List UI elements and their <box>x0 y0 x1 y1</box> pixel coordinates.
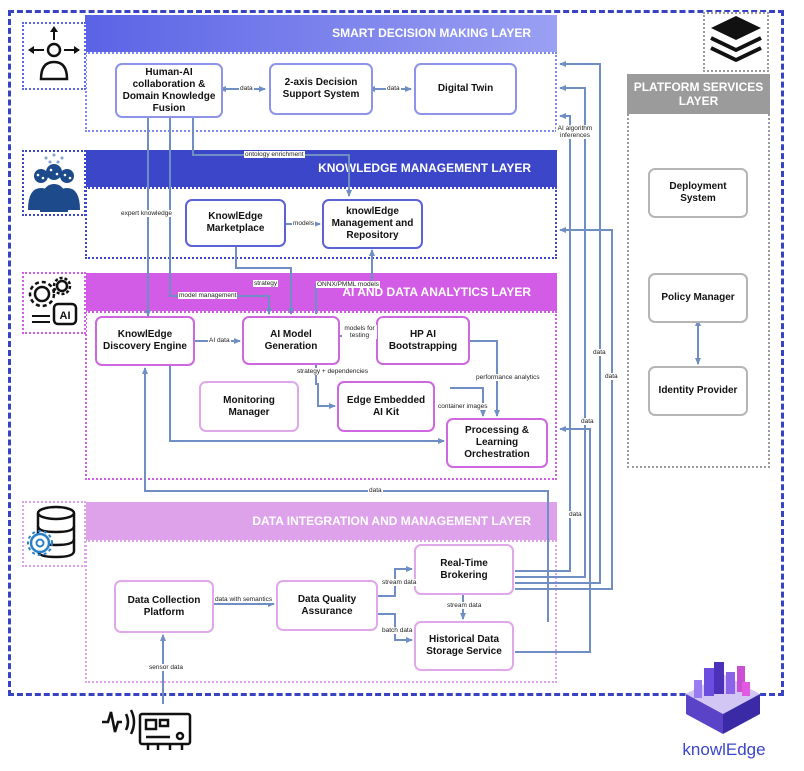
node-knowledge-marketplace[interactable]: KnowlEdge Marketplace <box>185 199 286 247</box>
node-monitoring-manager[interactable]: Monitoring Manager <box>199 381 299 432</box>
smart-decision-icon-box <box>22 22 86 90</box>
label-data-2: data <box>386 85 401 93</box>
label-data-right-3: data <box>580 418 595 426</box>
label-stream-data-2: stream data <box>446 602 483 610</box>
label-data-semantics: data with semantics <box>214 596 274 604</box>
edge-right-data-4 <box>515 426 591 653</box>
sensor-device-icon <box>102 709 192 750</box>
edge-right-data-2 <box>515 61 601 584</box>
label-stream-data-1: stream data <box>381 579 418 587</box>
smart-decision-layer-box <box>85 52 557 132</box>
label-ai-data: AI data <box>208 337 231 345</box>
knowledge-icon-box <box>22 150 86 216</box>
label-data-bottom: data <box>368 487 383 495</box>
ai-layer-box <box>85 311 557 480</box>
edge-right-data-1 <box>515 85 586 578</box>
data-layer-title: DATA INTEGRATION AND MANAGEMENT LAYER <box>85 502 557 540</box>
label-sensor-data: sensor data <box>148 664 184 672</box>
label-expert-knowledge: expert knowledge <box>120 210 173 218</box>
edge-right-data-3 <box>515 227 613 590</box>
label-performance: performance analytics <box>475 374 541 382</box>
knowledge-layer-box <box>85 187 557 259</box>
knowledge-logo-text: knowlEdge <box>682 740 766 759</box>
knowledge-layer-title: KNOWLEDGE MANAGEMENT LAYER <box>85 150 557 187</box>
edge-container-images <box>450 387 486 417</box>
ai-icon-box: AI <box>22 272 86 334</box>
layers-stack-icon <box>710 16 762 62</box>
svg-text:AI: AI <box>60 310 71 322</box>
node-hp-ai-bootstrapping[interactable]: HP AI Bootstrapping <box>376 316 470 365</box>
label-models: models <box>292 220 315 228</box>
node-digital-twin[interactable]: Digital Twin <box>414 63 517 115</box>
edge-strategy-deps <box>315 365 336 409</box>
node-realtime-brokering[interactable]: Real-Time Brokering <box>414 544 514 595</box>
data-icon-box <box>22 501 86 567</box>
platform-icon-box <box>703 12 769 72</box>
platform-layer-title: PLATFORM SERVICES LAYER <box>627 74 770 114</box>
node-discovery-engine[interactable]: KnowlEdge Discovery Engine <box>95 316 195 366</box>
label-data-right-4: data <box>568 511 583 519</box>
label-model-management: model management <box>178 292 238 300</box>
database-gear-icon <box>27 505 76 559</box>
edge-data-bottom <box>142 367 549 622</box>
person-arrows-icon <box>28 26 80 81</box>
label-data-right-2: data <box>604 373 619 381</box>
edge-performance <box>470 340 500 417</box>
edge-discovery-processing <box>169 366 445 444</box>
edge-strategy <box>235 247 294 315</box>
node-ai-model-generation[interactable]: AI Model Generation <box>242 316 340 365</box>
knowledge-logo-graphic <box>686 662 760 734</box>
label-ai-inferences: AI algorithm inferences <box>556 125 594 140</box>
label-data-right-1: data <box>592 349 607 357</box>
team-network-icon <box>28 153 80 212</box>
data-layer-box <box>85 540 557 683</box>
node-human-ai-collaboration[interactable]: Human-AI collaboration & Domain Knowledg… <box>115 63 223 118</box>
node-decision-support-system[interactable]: 2-axis Decision Support System <box>269 63 373 115</box>
label-data-1: data <box>239 85 254 93</box>
node-data-collection-platform[interactable]: Data Collection Platform <box>114 580 214 633</box>
label-strategy-deps: strategy + dependencies <box>296 368 370 376</box>
node-data-quality-assurance[interactable]: Data Quality Assurance <box>276 580 378 631</box>
node-knowledge-repository[interactable]: knowlEdge Management and Repository <box>322 199 423 249</box>
node-deployment-system[interactable]: Deployment System <box>648 168 748 218</box>
edge-right-ai-inferences <box>515 113 571 572</box>
label-batch-data: batch data <box>381 627 414 635</box>
label-strategy: strategy <box>253 280 279 288</box>
label-container-images: container images <box>437 403 489 411</box>
smart-decision-layer-title: SMART DECISION MAKING LAYER <box>85 15 557 52</box>
label-models-testing: models for testing <box>342 325 377 340</box>
node-identity-provider[interactable]: Identity Provider <box>648 366 748 416</box>
label-ontology: ontology enrichment <box>244 151 305 159</box>
label-onnx: ONNX/PMML models <box>316 281 380 289</box>
node-edge-embedded-ai-kit[interactable]: Edge Embedded AI Kit <box>337 381 435 432</box>
node-processing-learning[interactable]: Processing & Learning Orchestration <box>446 418 548 468</box>
ai-gears-icon: AI <box>28 276 78 326</box>
node-historical-storage[interactable]: Historical Data Storage Service <box>414 621 514 671</box>
ai-layer-title: AI AND DATA ANALYTICS LAYER <box>85 273 557 311</box>
outer-frame <box>8 10 784 696</box>
node-policy-manager[interactable]: Policy Manager <box>648 273 748 323</box>
